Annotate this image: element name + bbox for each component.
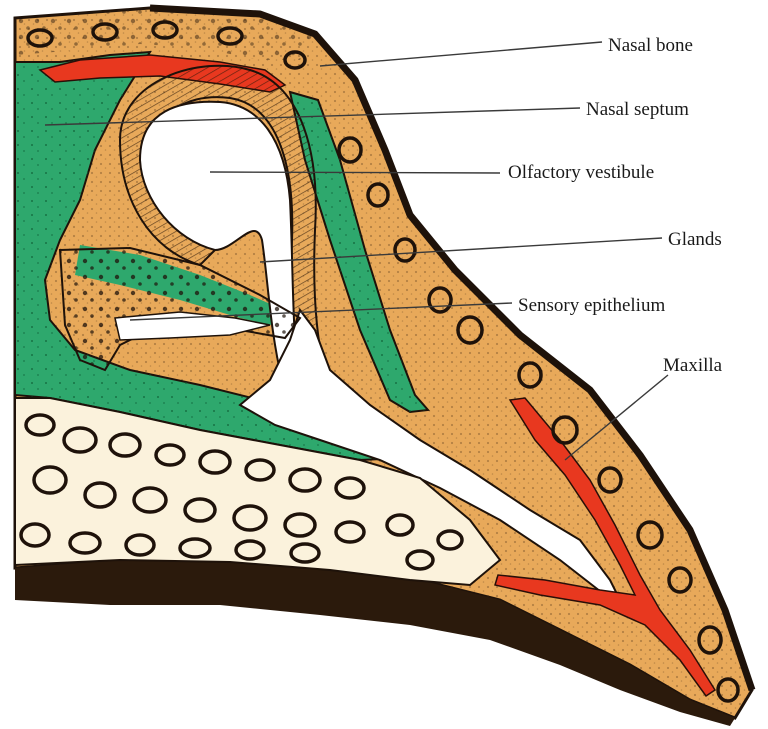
label-nasal-bone: Nasal bone (608, 36, 693, 55)
label-sensory-epithelium: Sensory epithelium (518, 296, 665, 315)
label-nasal-septum: Nasal septum (586, 100, 689, 119)
label-maxilla: Maxilla (663, 356, 722, 375)
label-glands: Glands (668, 230, 722, 249)
leader-nasal-bone (320, 42, 602, 66)
label-olfactory-vestibule: Olfactory vestibule (508, 163, 654, 182)
